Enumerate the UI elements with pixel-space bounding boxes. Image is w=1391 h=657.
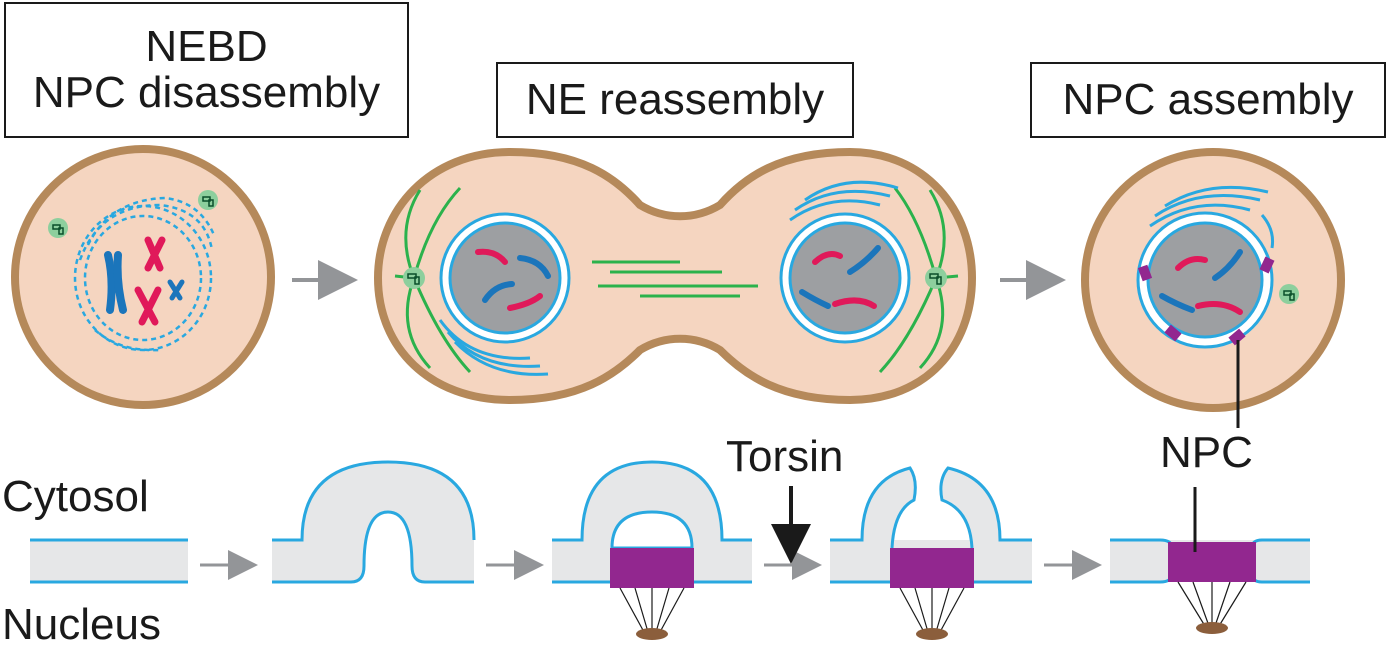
left-daughter-nucleus bbox=[438, 212, 571, 376]
centrosome-nebd-left bbox=[48, 218, 68, 238]
nebd-title-box: NEBD NPC disassembly bbox=[4, 2, 409, 138]
npc-label: NPC bbox=[1160, 428, 1253, 477]
membrane-step-fission bbox=[830, 466, 1032, 640]
basket-3 bbox=[1196, 622, 1228, 634]
membrane-step-npc-inserted bbox=[552, 460, 752, 640]
basket-2 bbox=[916, 628, 948, 640]
midzone-microtubules bbox=[592, 260, 758, 298]
membrane-step-flat bbox=[30, 538, 188, 584]
centrosome-dividing-right bbox=[925, 267, 947, 289]
nucleus-label: Nucleus bbox=[2, 600, 161, 649]
torsin-label: Torsin bbox=[726, 432, 844, 481]
right-er-sheets bbox=[789, 180, 899, 222]
chromosomes-npc bbox=[1159, 249, 1243, 315]
right-daughter-nucleus bbox=[779, 180, 911, 344]
left-er-sheets bbox=[438, 319, 549, 376]
ne-reassembly-title-box: NE reassembly bbox=[496, 62, 854, 138]
membrane-step-mature-npc bbox=[1110, 487, 1310, 634]
dashed-envelope-fragments bbox=[73, 196, 216, 352]
nebd-title: NEBD bbox=[145, 22, 268, 71]
basket-1 bbox=[636, 628, 668, 640]
npc-assembly-title-box: NPC assembly bbox=[1030, 62, 1386, 138]
cell-npc-assembly bbox=[1081, 148, 1345, 428]
cytosol-label: Cytosol bbox=[2, 472, 149, 521]
npc-disassembly-title: NPC disassembly bbox=[32, 68, 381, 117]
centrosome-nebd-right bbox=[198, 190, 218, 210]
npc-assembly-title: NPC assembly bbox=[1062, 75, 1354, 124]
centrosome-npc bbox=[1279, 284, 1299, 304]
cell-membrane-nebd bbox=[11, 145, 275, 409]
cell-dividing bbox=[373, 147, 977, 405]
chromosomes-nebd bbox=[104, 236, 185, 326]
npc-cell-er-sheets bbox=[1149, 185, 1274, 249]
cell-nebd bbox=[11, 145, 275, 409]
membrane-step-outer-evagination bbox=[272, 460, 476, 584]
npc-pores bbox=[1137, 256, 1275, 346]
centrosome-dividing-left bbox=[403, 267, 425, 289]
ne-reassembly-title: NE reassembly bbox=[525, 75, 825, 124]
